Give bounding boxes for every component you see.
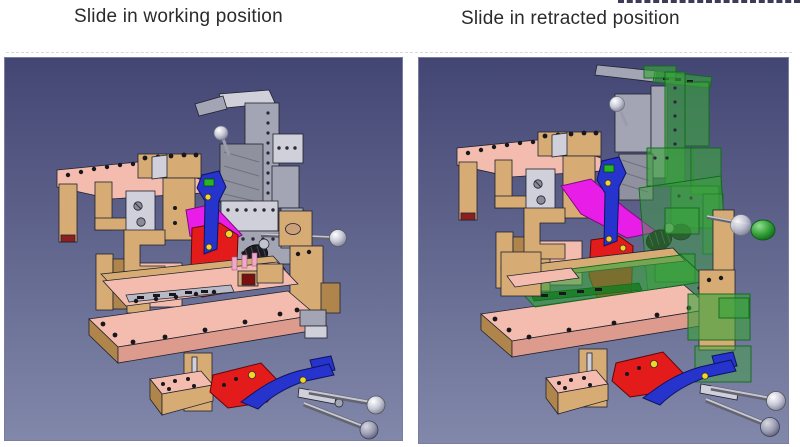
clamp-arm-assembly [56,152,203,314]
toggle-clamp [209,355,344,410]
lever-linkage [560,156,659,309]
retracted-slide-green-lower [638,175,730,307]
support-column [183,352,213,412]
panel-title-working: Slide in working position [74,6,283,27]
retracted-slide-green [594,64,724,255]
fixture-right-tower [289,245,341,321]
fixture-base [88,252,328,364]
layout-guide-line [6,52,792,53]
ball-handle-top [609,96,629,127]
toggle-handle-balls [705,385,786,437]
cropped-image-edge [618,0,800,3]
ball-handle-top [213,125,231,156]
base-foot [149,370,214,417]
viewport-background [5,58,402,440]
slide-tower-gray [614,85,668,201]
panel-title-retracted: Slide in retracted position [461,8,680,29]
green-ball-handle [750,219,776,241]
adjustment-knob [241,238,270,270]
clamp-arm-assembly [456,130,602,292]
adjustment-knobs [645,222,692,251]
cad-drawing-working [5,58,402,440]
side-ball-handles [706,209,776,297]
viewport-background [419,58,788,443]
slide-tower [194,89,304,265]
toggle-handle-balls [303,389,386,440]
lever-linkage [185,170,243,298]
cad-viewport-working [4,57,403,441]
side-ball-handle [260,210,347,247]
cad-drawing-retracted [419,58,788,443]
fixture-base [480,247,752,383]
cad-viewport-retracted [418,57,789,444]
toggle-clamp [611,351,739,406]
support-column [578,348,608,408]
base-foot [545,369,609,416]
